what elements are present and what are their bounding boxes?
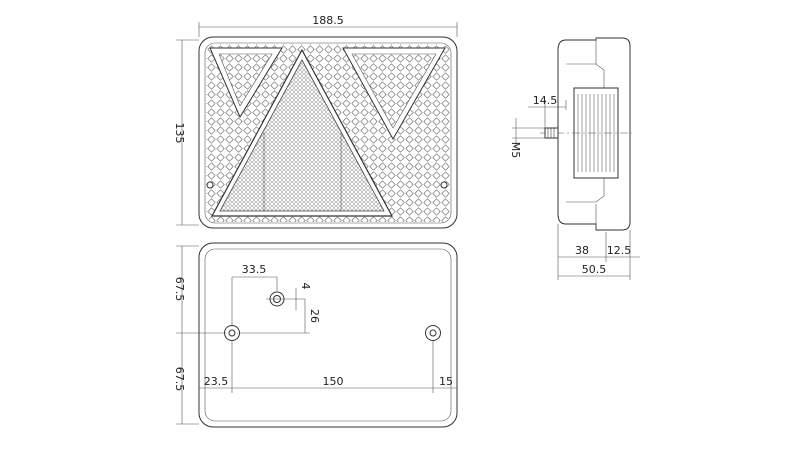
front-screw-left [206, 181, 214, 189]
lower-half-label: 67.5 [173, 367, 186, 392]
side-view: 14.5 M5 38 12.5 50.5 [509, 37, 640, 280]
left-small-triangle-inner [218, 53, 273, 107]
front-inner-frame [204, 42, 452, 224]
right-margin-label: 15 [439, 375, 453, 388]
stud-length-label: 14.5 [533, 94, 558, 107]
rear-inner-frame [204, 248, 452, 422]
front-width-label: 188.5 [312, 14, 344, 27]
hole-diameter-label: 4 [299, 283, 312, 290]
total-depth-label: 50.5 [582, 263, 607, 276]
mount-spacing-label: 150 [323, 375, 344, 388]
warning-triangle-reflector [219, 59, 385, 212]
rear-outer-frame [198, 242, 458, 428]
hole-offset-x-label: 33.5 [242, 263, 267, 276]
lens-depth-label: 12.5 [607, 244, 632, 257]
left-margin-label: 23.5 [204, 375, 229, 388]
stud-thread-marks [547, 128, 555, 138]
right-small-triangle-inner [351, 53, 437, 129]
thread-label: M5 [509, 142, 522, 159]
mount-hole-left-inner [228, 329, 236, 337]
front-view: 188.5 135 [173, 14, 458, 229]
rear-view: 33.5 4 26 67.5 67.5 23.5 150 15 [173, 242, 458, 428]
hole-offset-y-label: 26 [308, 309, 321, 323]
front-outer-frame [198, 36, 458, 229]
body-depth-label: 38 [575, 244, 589, 257]
upper-half-label: 67.5 [173, 277, 186, 302]
front-screw-right [440, 181, 448, 189]
front-height-label: 135 [173, 123, 186, 144]
threaded-stud [544, 127, 559, 139]
mount-hole-right-inner [429, 329, 437, 337]
